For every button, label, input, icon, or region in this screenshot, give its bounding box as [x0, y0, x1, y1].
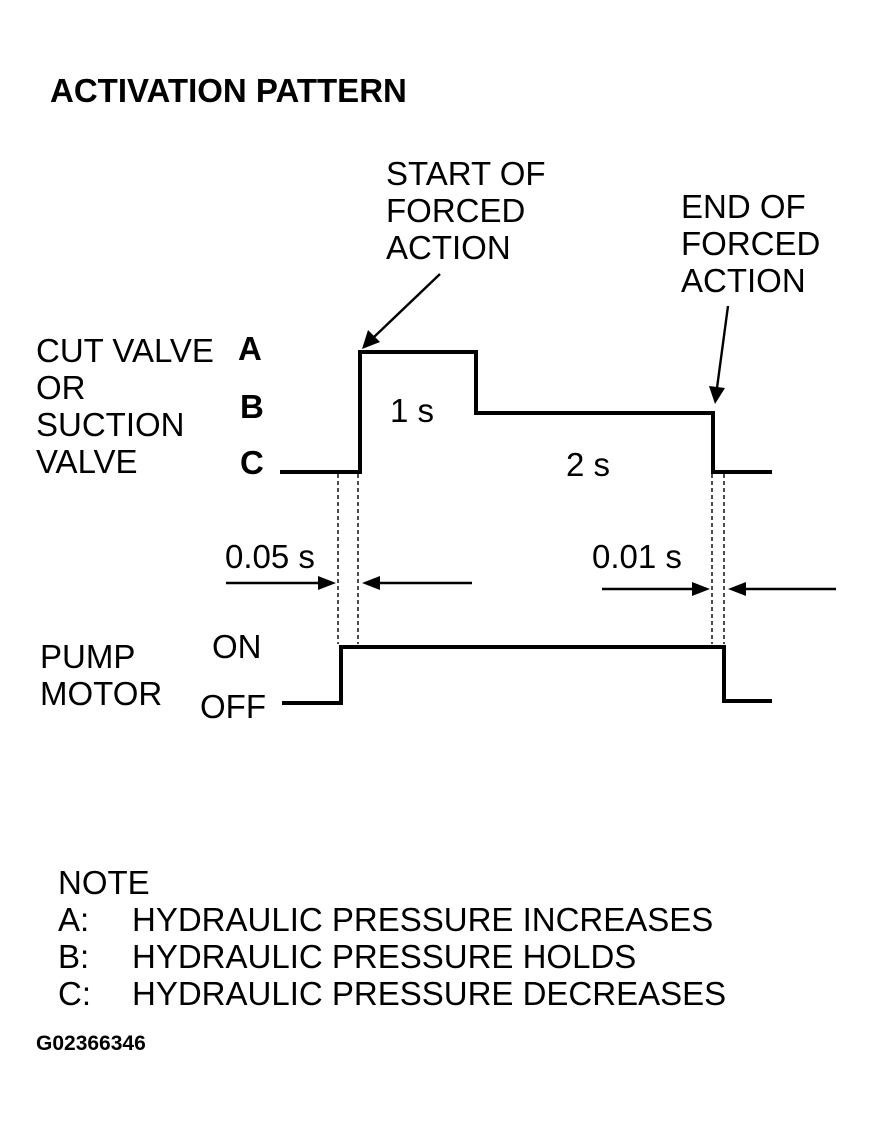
- valve-waveform: [280, 350, 772, 474]
- note-text-c: HYDRAULIC PRESSURE DECREASES: [132, 975, 726, 1012]
- start-delay-arrow-in: [226, 576, 336, 590]
- note-key-c: C:: [58, 975, 91, 1012]
- figure-code: G02366346: [36, 1032, 146, 1055]
- start-annotation-line-3: ACTION: [386, 229, 511, 266]
- note-key-b: B:: [58, 938, 89, 975]
- start-annotation-line-2: FORCED: [386, 192, 525, 229]
- note-heading: NOTE: [58, 864, 150, 901]
- valve-level-b: B: [240, 388, 264, 425]
- pump-state-off: OFF: [200, 688, 266, 725]
- valve-label-line-4: VALVE: [36, 443, 138, 480]
- start-delay-label: 0.05 s: [225, 538, 315, 575]
- valve-label-line-1: CUT VALVE: [36, 332, 214, 369]
- pump-waveform: [282, 645, 772, 705]
- start-annotation-line-1: START OF: [386, 155, 546, 192]
- end-delay-arrow-out: [728, 582, 836, 596]
- end-delay-label: 0.01 s: [592, 538, 682, 575]
- valve-label-line-3: SUCTION: [36, 406, 185, 443]
- note-key-a: A:: [58, 901, 89, 938]
- valve-label-line-2: OR: [36, 369, 86, 406]
- diagram-title: ACTIVATION PATTERN: [50, 72, 407, 109]
- pump-label-line-2: MOTOR: [40, 675, 162, 712]
- start-annotation-arrow: [362, 273, 441, 349]
- valve-level-c: C: [240, 444, 264, 481]
- valve-duration-b: 2 s: [566, 446, 610, 483]
- pump-label-line-1: PUMP: [40, 638, 135, 675]
- end-annotation-line-2: FORCED: [681, 225, 820, 262]
- valve-level-a: A: [238, 330, 262, 367]
- note-text-a: HYDRAULIC PRESSURE INCREASES: [132, 901, 713, 938]
- end-annotation-line-1: END OF: [681, 188, 806, 225]
- note-text-b: HYDRAULIC PRESSURE HOLDS: [132, 938, 636, 975]
- valve-duration-a: 1 s: [390, 392, 434, 429]
- pump-state-on: ON: [212, 628, 262, 665]
- end-annotation-arrow: [709, 305, 730, 404]
- end-annotation-line-3: ACTION: [681, 262, 806, 299]
- start-delay-arrow-out: [362, 576, 472, 590]
- end-delay-arrow-in: [602, 582, 710, 596]
